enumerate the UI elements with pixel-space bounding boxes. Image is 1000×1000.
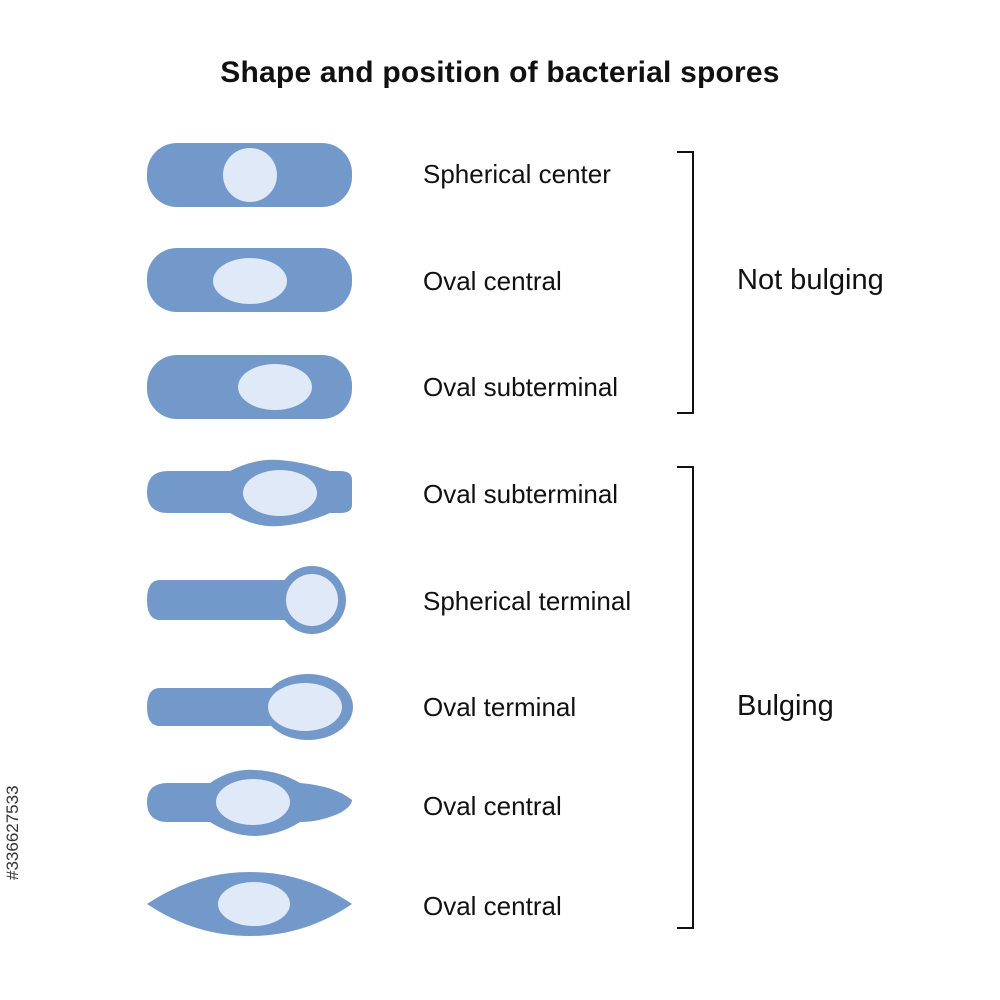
cell-oval-subterminal	[147, 355, 352, 419]
cell-spherical-terminal	[147, 566, 346, 634]
spore	[243, 470, 317, 516]
group-label-bulging: Bulging	[737, 690, 834, 722]
label-oval-central-spindle: Oval central	[423, 891, 562, 921]
group-label-not-bulging: Not bulging	[737, 264, 884, 296]
label-spherical-center: Spherical center	[423, 159, 611, 189]
spore	[213, 258, 287, 304]
cell-body	[147, 580, 290, 620]
bracket-bulging	[677, 466, 694, 929]
cell-oval-subterminal-bulging	[147, 459, 352, 527]
bracket-not-bulging	[677, 151, 694, 414]
cell-oval-central	[147, 248, 352, 312]
label-oval-subterminal-bulging: Oval subterminal	[423, 479, 619, 509]
spore	[216, 779, 290, 825]
cell-oval-central-spindle	[147, 872, 352, 936]
label-oval-central: Oval central	[423, 266, 562, 296]
label-spherical-terminal: Spherical terminal	[423, 586, 632, 616]
cell-spherical-center	[147, 143, 352, 207]
spore	[218, 882, 290, 926]
diagram-title: Shape and position of bacterial spores	[220, 56, 780, 89]
cell-oval-terminal	[147, 674, 353, 740]
spore	[223, 148, 277, 202]
label-oval-subterminal: Oval subterminal	[423, 372, 619, 402]
label-oval-terminal: Oval terminal	[423, 692, 577, 722]
spore	[268, 683, 342, 731]
cell-body	[147, 688, 280, 726]
cell-oval-central-bulging	[147, 769, 352, 836]
spore	[238, 364, 312, 410]
spore	[286, 574, 338, 626]
stock-image-id: #336627533	[3, 785, 22, 880]
label-oval-central-bulging: Oval central	[423, 791, 562, 821]
